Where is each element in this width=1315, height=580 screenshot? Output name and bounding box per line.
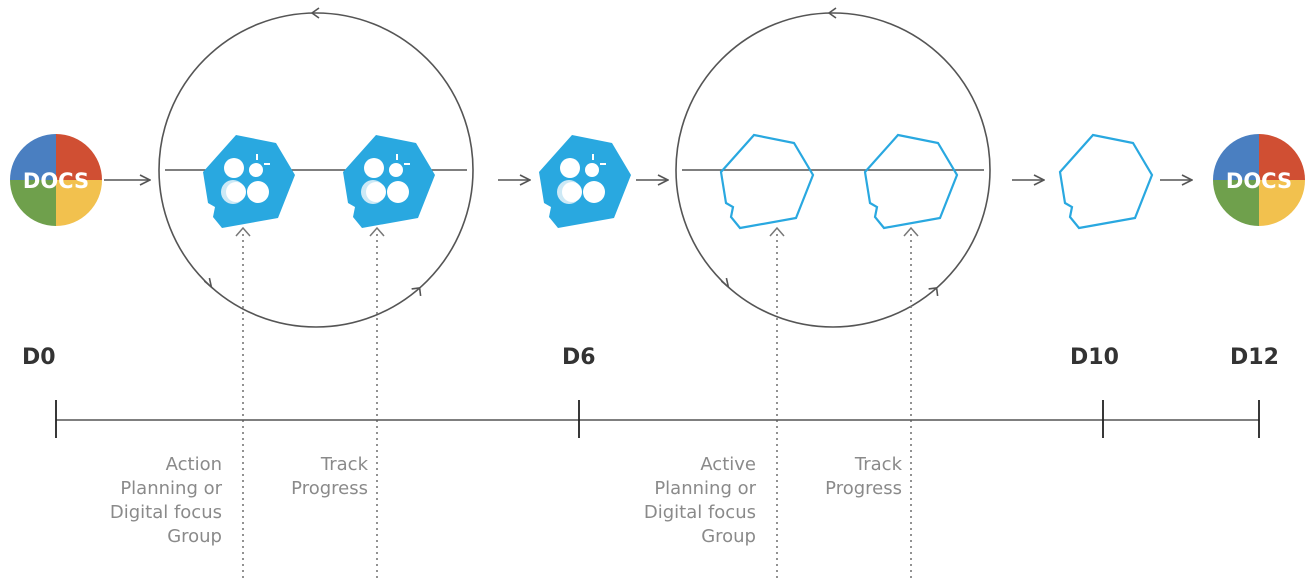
annotation-line: Track <box>854 454 903 475</box>
pointer-arrowhead <box>235 226 251 237</box>
cycle-arrowhead <box>310 7 320 19</box>
cycle-circle <box>675 12 991 328</box>
docs-quadrant-blue <box>10 134 56 180</box>
cycle-arrowhead <box>928 287 939 297</box>
cycle-arrowhead <box>411 287 422 297</box>
docs-quadrant-yellow <box>56 180 102 226</box>
empty-hexagon-icon <box>719 133 815 230</box>
annotation-line: Action <box>166 454 222 475</box>
cycle-circle <box>158 12 474 328</box>
docs-quadrant-blue <box>1213 134 1259 180</box>
bubble-cluster-hexagon-icon <box>342 134 436 229</box>
cycle-arrowhead <box>203 277 213 290</box>
pointer-arrowhead <box>769 226 785 237</box>
timeline-marker-label: D10 <box>1070 345 1119 370</box>
annotation-line: Track <box>320 454 369 475</box>
annotation-line: Group <box>167 526 222 547</box>
docs-quadrant-yellow <box>1259 180 1305 226</box>
empty-hexagon-icon <box>863 133 959 230</box>
annotation-line: Digital focus <box>644 502 756 523</box>
docs-label: DOCS <box>23 169 89 193</box>
docs-quadrant-red <box>56 134 102 180</box>
docs-quadrant-red <box>1259 134 1305 180</box>
timeline-marker-label: D12 <box>1230 345 1279 370</box>
annotation-line: Planning or <box>120 478 222 499</box>
timeline-marker-label: D6 <box>562 345 596 370</box>
cycle-arrowhead <box>720 277 730 290</box>
pointer-arrowhead <box>903 226 919 237</box>
empty-hexagon-icon <box>1058 133 1154 230</box>
annotation-line: Digital focus <box>110 502 222 523</box>
bubble-cluster-hexagon-icon <box>538 134 632 229</box>
bubble-cluster-hexagon-icon <box>202 134 296 229</box>
timeline-marker-label: D0 <box>22 345 56 370</box>
annotation-line: Progress <box>291 478 368 499</box>
annotation-line: Active <box>700 454 756 475</box>
annotation-line: Progress <box>825 478 902 499</box>
annotation-line: Group <box>701 526 756 547</box>
pointer-arrowhead <box>369 226 385 237</box>
docs-label: DOCS <box>1226 169 1292 193</box>
docs-quadrant-green <box>10 180 56 226</box>
iteration-cycle <box>675 7 991 328</box>
docs-start-node: DOCS <box>10 134 102 226</box>
annotation-line: Planning or <box>654 478 756 499</box>
cycle-arrowhead <box>827 7 837 19</box>
docs-quadrant-green <box>1213 180 1259 226</box>
docs-end-node: DOCS <box>1213 134 1305 226</box>
